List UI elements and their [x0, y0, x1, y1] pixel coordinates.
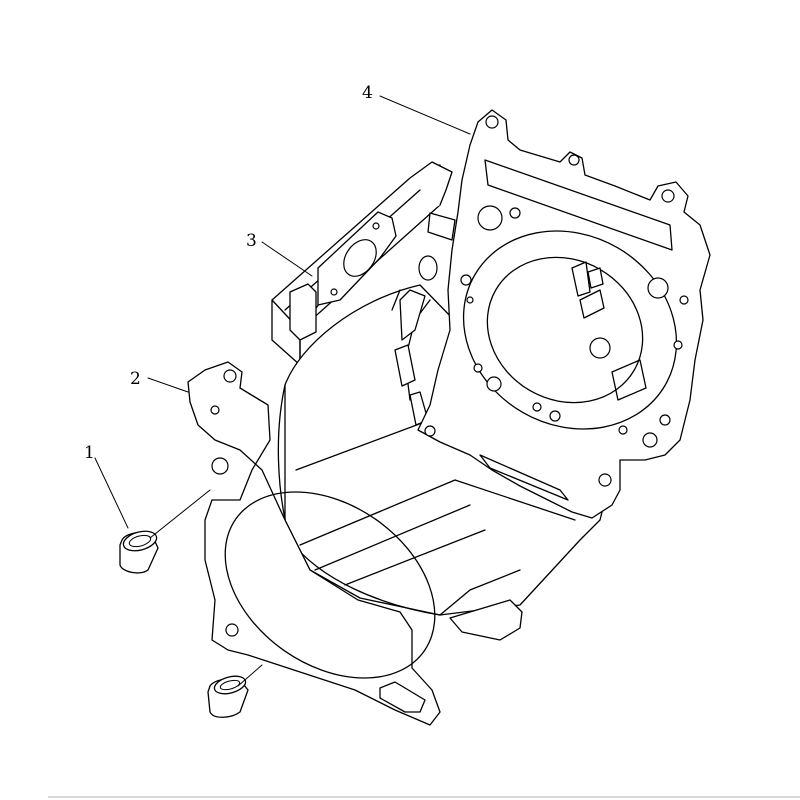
dowel-pin-lower [207, 675, 249, 718]
leader-line-2 [147, 377, 189, 393]
dowel-pin-upper [119, 530, 159, 574]
chain-guide-gasket [289, 211, 397, 341]
footer-divider [48, 796, 800, 798]
cylinder-head-gasket [417, 109, 711, 519]
callout-label-3: 3 [246, 231, 257, 251]
leader-line-1 [94, 457, 129, 529]
callout-label-1: 1 [84, 443, 95, 463]
cylinder-base-gasket [187, 361, 441, 726]
leader-line-3 [261, 241, 313, 277]
dowel-location-line-upper [149, 489, 211, 539]
leader-lines [94, 95, 471, 687]
leader-line-4 [379, 95, 471, 135]
callout-label-2: 2 [130, 369, 141, 389]
dowel-location-line-lower [237, 664, 263, 687]
callout-label-4: 4 [362, 83, 373, 103]
